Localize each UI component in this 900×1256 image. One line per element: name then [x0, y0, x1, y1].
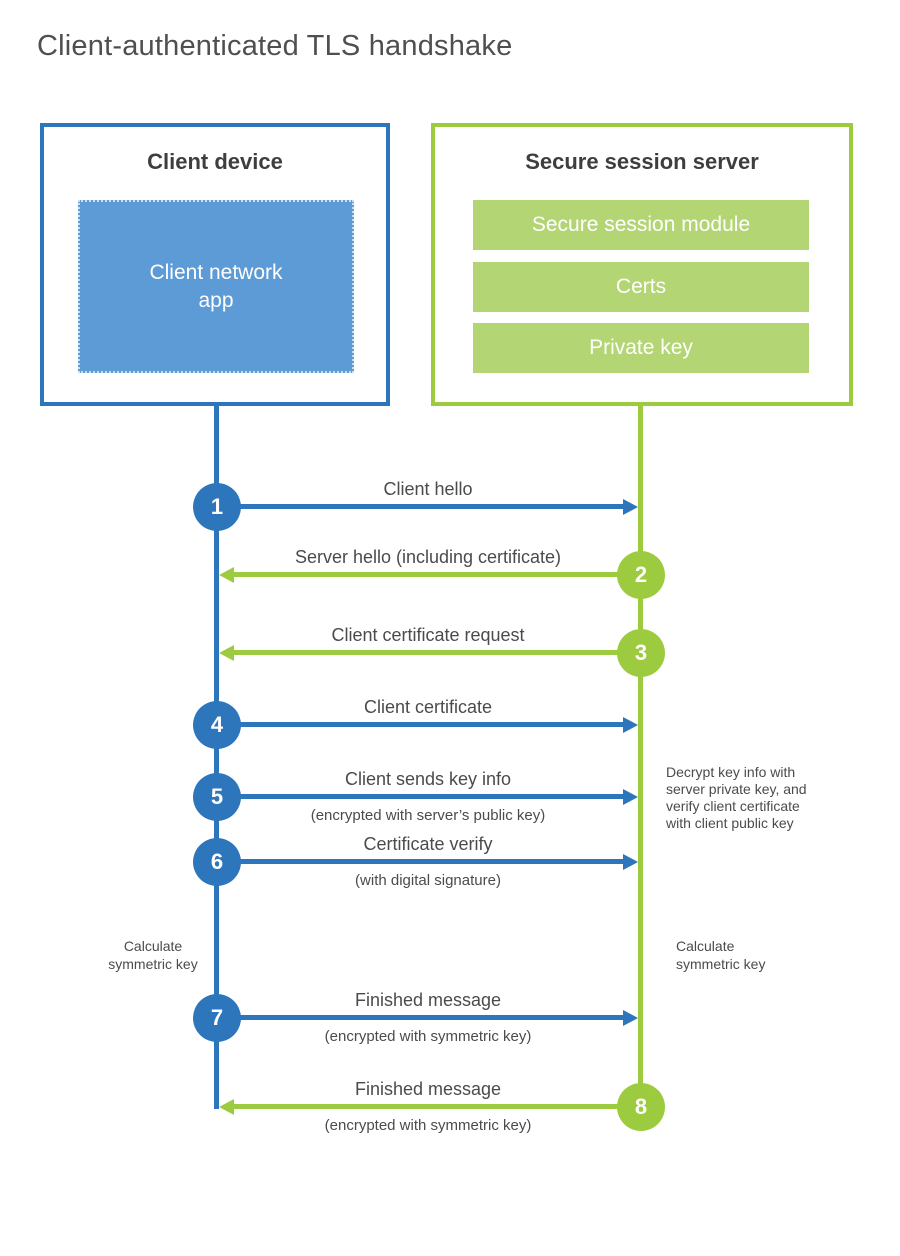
server-module-bar: Certs [473, 262, 809, 312]
message-sublabel: (encrypted with symmetric key) [324, 1028, 532, 1045]
module-label: Private key [589, 336, 693, 359]
note-line: Calculate [676, 938, 735, 954]
message-label: Server hello (including certificate) [294, 547, 562, 567]
message-label: Finished message [354, 990, 502, 1010]
message-sublabel: (with digital signature) [355, 872, 501, 889]
note-line: server private key, and [666, 781, 807, 797]
calc-symmetric-key-right: Calculate symmetric key [676, 937, 816, 973]
client-network-app-box: Client network app [78, 200, 354, 373]
server-module-bar: Private key [473, 323, 809, 373]
message-label: Client certificate [363, 697, 493, 717]
server-title: Secure session server [525, 149, 759, 174]
arrow-right-icon [217, 1010, 638, 1026]
note-line: Calculate [123, 938, 183, 954]
note-line: symmetric key [108, 956, 198, 972]
client-device-title: Client device [147, 149, 283, 174]
message-sublabel: (encrypted with symmetric key) [324, 1117, 532, 1134]
arrow-left-icon [219, 1099, 641, 1115]
message-label: Finished message [354, 1079, 502, 1099]
note-line: with client public key [666, 815, 794, 831]
decrypt-note: Decrypt key info with server private key… [666, 764, 846, 832]
message-label: Client hello [383, 479, 473, 499]
arrow-right-icon [217, 499, 638, 515]
note-line: symmetric key [676, 956, 766, 972]
message-sublabel: (encrypted with server’s public key) [310, 807, 546, 824]
server-lifeline [638, 404, 643, 1107]
server-module-bar: Secure session module [473, 200, 809, 250]
step-circle: 7 [193, 994, 241, 1042]
note-line: Decrypt key info with [666, 764, 796, 780]
module-label: Certs [615, 275, 667, 298]
arrow-right-icon [217, 854, 638, 870]
step-circle: 6 [193, 838, 241, 886]
step-circle: 1 [193, 483, 241, 531]
page-title: Client-authenticated TLS handshake [37, 30, 513, 62]
step-circle: 3 [617, 629, 665, 677]
step-circle: 8 [617, 1083, 665, 1131]
message-label: Client sends key info [344, 769, 512, 789]
step-circle: 4 [193, 701, 241, 749]
calc-symmetric-key-left: Calculate symmetric key [88, 937, 218, 973]
arrow-left-icon [219, 567, 641, 583]
arrow-left-icon [219, 645, 641, 661]
arrow-right-icon [217, 717, 638, 733]
step-circle: 2 [617, 551, 665, 599]
arrow-right-icon [217, 789, 638, 805]
step-circle: 5 [193, 773, 241, 821]
message-label: Client certificate request [331, 625, 525, 645]
note-line: verify client certificate [666, 798, 800, 814]
module-label: Secure session module [531, 213, 751, 236]
message-label: Certificate verify [363, 834, 493, 854]
client-lifeline [214, 404, 219, 1109]
client-network-app-label: Client network app [149, 260, 283, 312]
